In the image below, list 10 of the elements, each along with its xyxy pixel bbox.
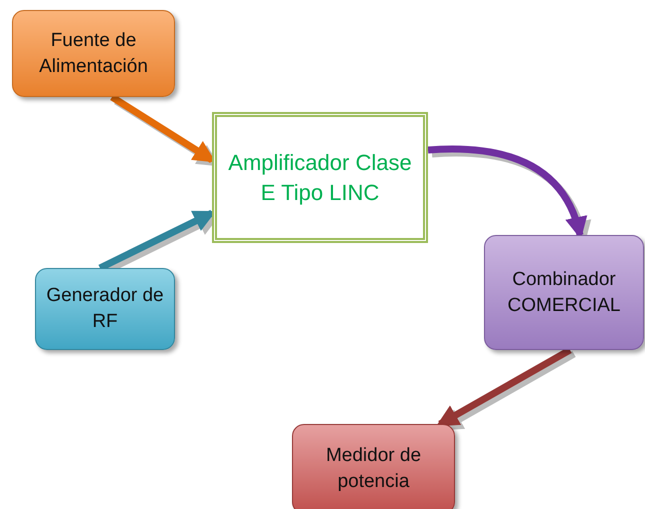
combiner-box bbox=[484, 235, 644, 350]
generator-box bbox=[35, 268, 175, 350]
meter-box bbox=[292, 424, 455, 509]
amplifier-box bbox=[212, 112, 428, 243]
box-label: Medidor de potencia bbox=[324, 444, 422, 494]
power-supply-box bbox=[12, 10, 175, 97]
box-label: Combinador COMERCIAL bbox=[506, 268, 622, 318]
box-label: Fuente de Alimentación bbox=[38, 28, 149, 78]
box-label: Amplificador Clase E Tipo LINC bbox=[227, 148, 413, 207]
box-label: Generador de RF bbox=[45, 284, 165, 334]
